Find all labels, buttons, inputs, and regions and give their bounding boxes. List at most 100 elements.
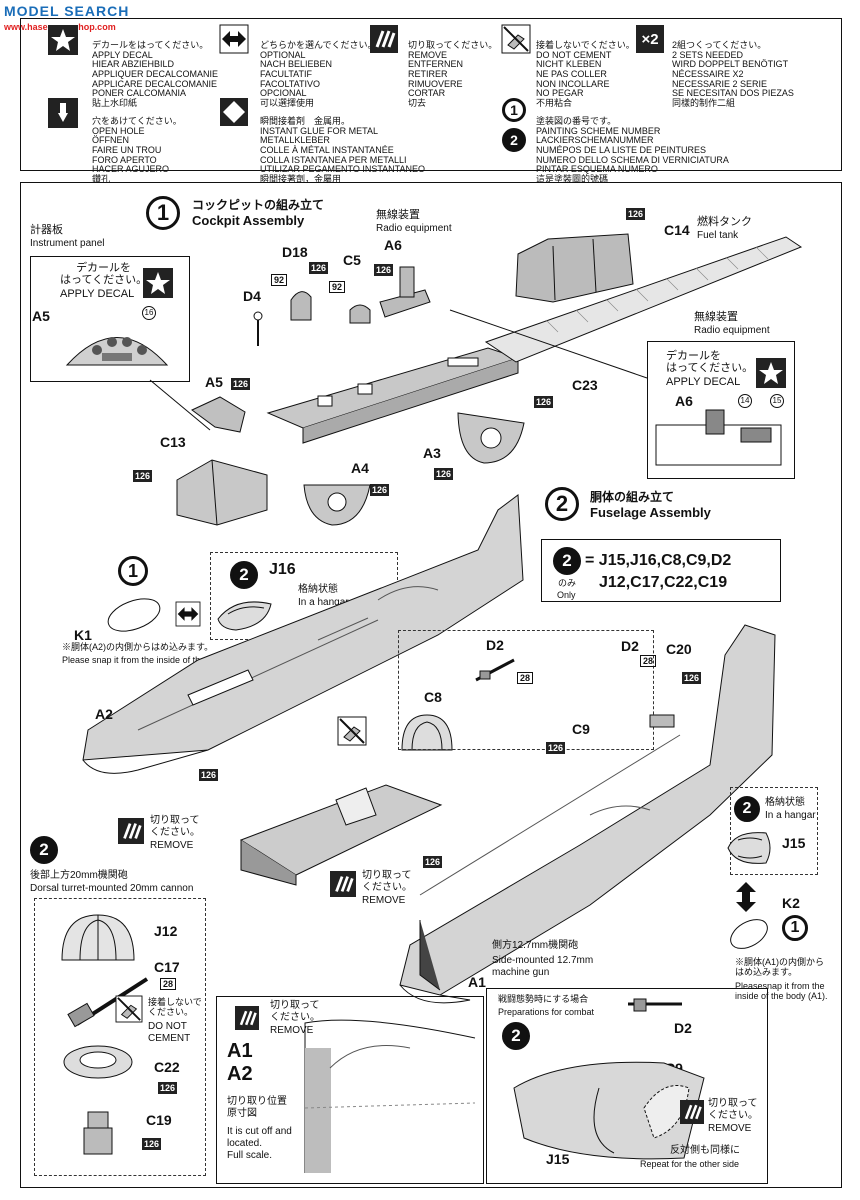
fuselage-A1-drawing — [399, 624, 776, 1004]
part-J12-label: J12 — [154, 923, 178, 939]
repeat-jp: 反対側も同様に — [670, 1145, 740, 1156]
radio-callout-leader — [449, 309, 648, 379]
tail-dash-region — [398, 630, 654, 750]
remove-cut-en: REMOVE — [270, 1025, 314, 1036]
cut-template-drawing — [304, 1019, 476, 1173]
instrument-decal-jp: デカールを はってください。 — [60, 262, 148, 286]
only-parts-line1: = J15,J16,C8,C9,D2 — [585, 552, 732, 569]
hangar-en: In a hangar — [298, 597, 349, 608]
part-K2-label: K2 — [782, 895, 800, 911]
paint-126-badge: 126 — [133, 470, 153, 482]
instrument-callout-leader — [149, 379, 211, 431]
fuel-tank-drawing — [515, 233, 634, 303]
remove-a1-en: REMOVE — [362, 895, 406, 906]
remove-a1-jp: 切り取って ください。 — [362, 870, 412, 893]
no-cement-en: DO NOT CEMENT — [148, 1021, 191, 1044]
bulkhead-A5-drawing — [191, 396, 246, 433]
window-K1-drawing — [107, 598, 161, 632]
no-cement-icon — [115, 995, 143, 1023]
radio-label-en: Radio equipment — [376, 223, 452, 234]
scheme-2-icon: 2 — [734, 796, 760, 822]
dorsal-jp: 後部上方20mm機関砲 — [30, 870, 128, 881]
cut-jp: 切り取り位置 原寸図 — [227, 1096, 287, 1119]
watermark-brand: MODEL SEARCH — [4, 3, 130, 19]
step2-number: 2 — [545, 487, 579, 521]
drill-hole-icon — [48, 98, 78, 128]
decal-14-marker: 14 — [738, 394, 752, 408]
part-D18-label: D18 — [282, 244, 308, 260]
remove-side-en: REMOVE — [708, 1123, 752, 1134]
cut-en: It is cut off and located. Full scale. — [227, 1126, 292, 1161]
fuel-tank-jp: 燃料タンク — [697, 216, 752, 228]
hangar-j15-jp: 格納状態 — [765, 797, 805, 808]
part-C9-label: C9 — [572, 721, 590, 737]
part-D2-label: D2 — [486, 637, 504, 653]
combat-callout-box — [486, 988, 768, 1184]
radio-decal-jp: デカールを はってください。 — [666, 350, 754, 374]
scheme-2-icon: 2 — [502, 1022, 530, 1050]
remove-a2-en: REMOVE — [150, 840, 194, 851]
radio-panel-drawing — [655, 409, 782, 466]
watermark-logo: MODEL SEARCH — [4, 3, 129, 19]
combat-en: Preparations for combat — [498, 1007, 595, 1017]
paint-28-badge: 28 — [517, 672, 534, 684]
floor-C23-drawing — [484, 236, 803, 363]
paint-126-badge: 126 — [158, 1082, 178, 1094]
part-D4-label: D4 — [243, 288, 261, 304]
only-jp: のみ — [558, 578, 577, 588]
paint-126-badge: 126 — [370, 484, 390, 496]
optional-updown-icon — [734, 882, 758, 912]
ring-C22-drawing — [63, 1045, 133, 1079]
radio-callout-box — [647, 341, 795, 479]
cannon-C17-drawing — [67, 977, 149, 1028]
paint-126-badge: 126 — [374, 264, 394, 276]
part-A6-callout-label: A6 — [675, 393, 693, 409]
cut-position-box — [216, 996, 484, 1184]
combat-fuselage-drawing — [513, 1061, 705, 1160]
pedal-D4-drawing — [253, 311, 263, 346]
instrument-label-en: Instrument panel — [30, 238, 105, 249]
step2-title-en: Fuselage Assembly — [590, 505, 711, 520]
remove-knife-icon — [370, 25, 398, 53]
part-C8-label: C8 — [424, 689, 442, 705]
legend-box — [20, 18, 842, 171]
canopy-J16-drawing — [217, 601, 272, 631]
fuselage-A2-drawing — [82, 494, 524, 774]
canopy-J15-drawing — [727, 832, 771, 864]
part-A2-cut-label: A2 — [227, 1063, 253, 1085]
paint-126-badge: 126 — [546, 742, 566, 754]
remove-knife-icon — [330, 871, 356, 897]
part-C20-drawing — [649, 714, 675, 728]
step2-title-jp: 胴体の組み立て — [590, 490, 675, 504]
part-K1-label: K1 — [74, 627, 92, 643]
side-gun-D2-drawing — [628, 998, 682, 1012]
decal-16-marker: 16 — [142, 306, 156, 320]
paint-28-badge: 28 — [640, 655, 657, 667]
bulkhead-A3-drawing — [457, 412, 525, 464]
part-C5-label: C5 — [343, 252, 361, 268]
star-icon — [143, 268, 173, 298]
paint-126-badge: 126 — [199, 769, 219, 781]
remove-knife-icon — [118, 818, 144, 844]
instant-glue-icon — [220, 98, 248, 126]
seat-C5-drawing — [349, 304, 371, 324]
cockpit-floor-drawing — [266, 347, 520, 444]
decal-15-marker: 15 — [770, 394, 784, 408]
gun-D2-drawing — [475, 658, 515, 682]
scheme-2-icon: 2 — [230, 561, 258, 589]
optional-arrows-icon — [175, 601, 201, 627]
part-D2-upper-label: D2 — [621, 638, 639, 654]
instrument-decal-en: APPLY DECAL — [60, 288, 135, 300]
remove-a2-jp: 切り取って ください。 — [150, 815, 200, 838]
part-C20-label: C20 — [666, 641, 692, 657]
snap-a1-jp: ※胴体(A1)の内側から はめ込みます。 — [735, 957, 825, 977]
bulkhead-A4-drawing — [303, 484, 371, 526]
scheme-2-icon: 2 — [553, 547, 581, 575]
paint-92-badge: 92 — [271, 274, 288, 286]
paint-126-badge: 126 — [434, 468, 454, 480]
snap-a2-jp: ※胴体(A2)の内側からはめ込みます。 — [62, 642, 214, 652]
part-A2-label: A2 — [95, 706, 113, 722]
